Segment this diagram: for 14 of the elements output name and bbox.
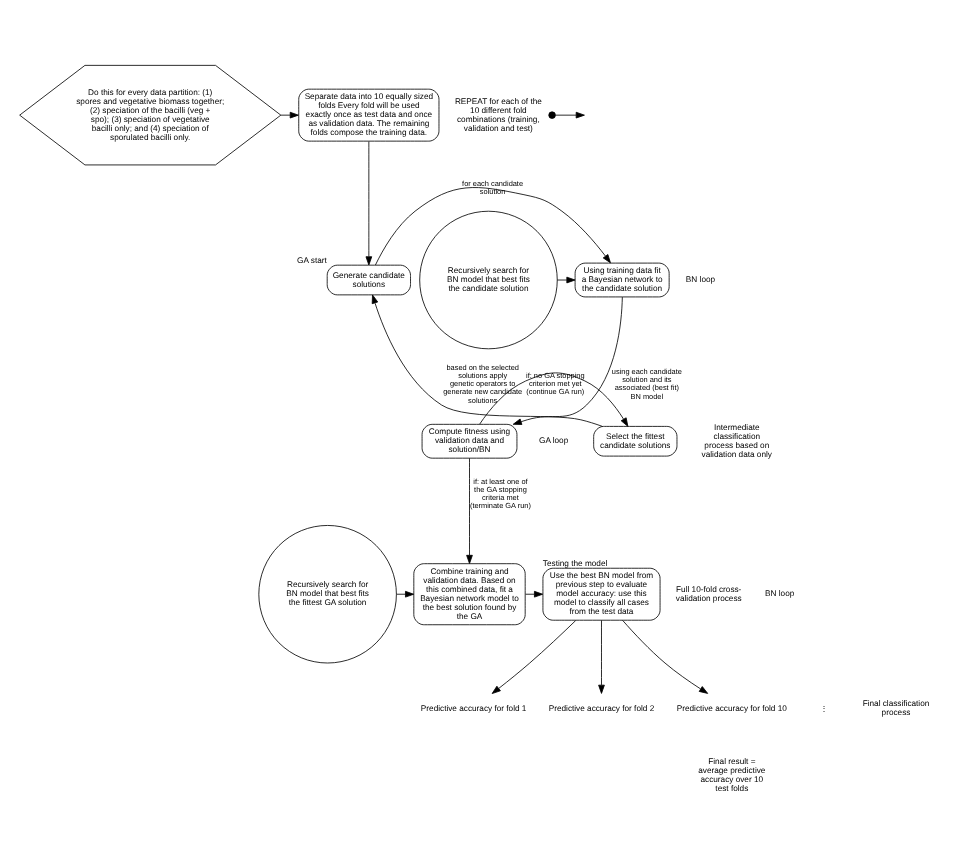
arrow xyxy=(622,619,709,694)
arrow xyxy=(365,141,373,266)
arrow xyxy=(371,294,603,427)
arrow xyxy=(555,111,585,119)
arrow xyxy=(479,372,629,427)
arrow xyxy=(556,276,576,284)
arrow xyxy=(374,187,611,266)
arrow xyxy=(525,590,544,598)
arrow xyxy=(491,620,577,694)
arrow xyxy=(466,457,473,564)
arrow xyxy=(280,111,299,119)
arrow xyxy=(512,296,623,425)
arrow xyxy=(598,619,605,694)
arrow xyxy=(396,590,415,598)
